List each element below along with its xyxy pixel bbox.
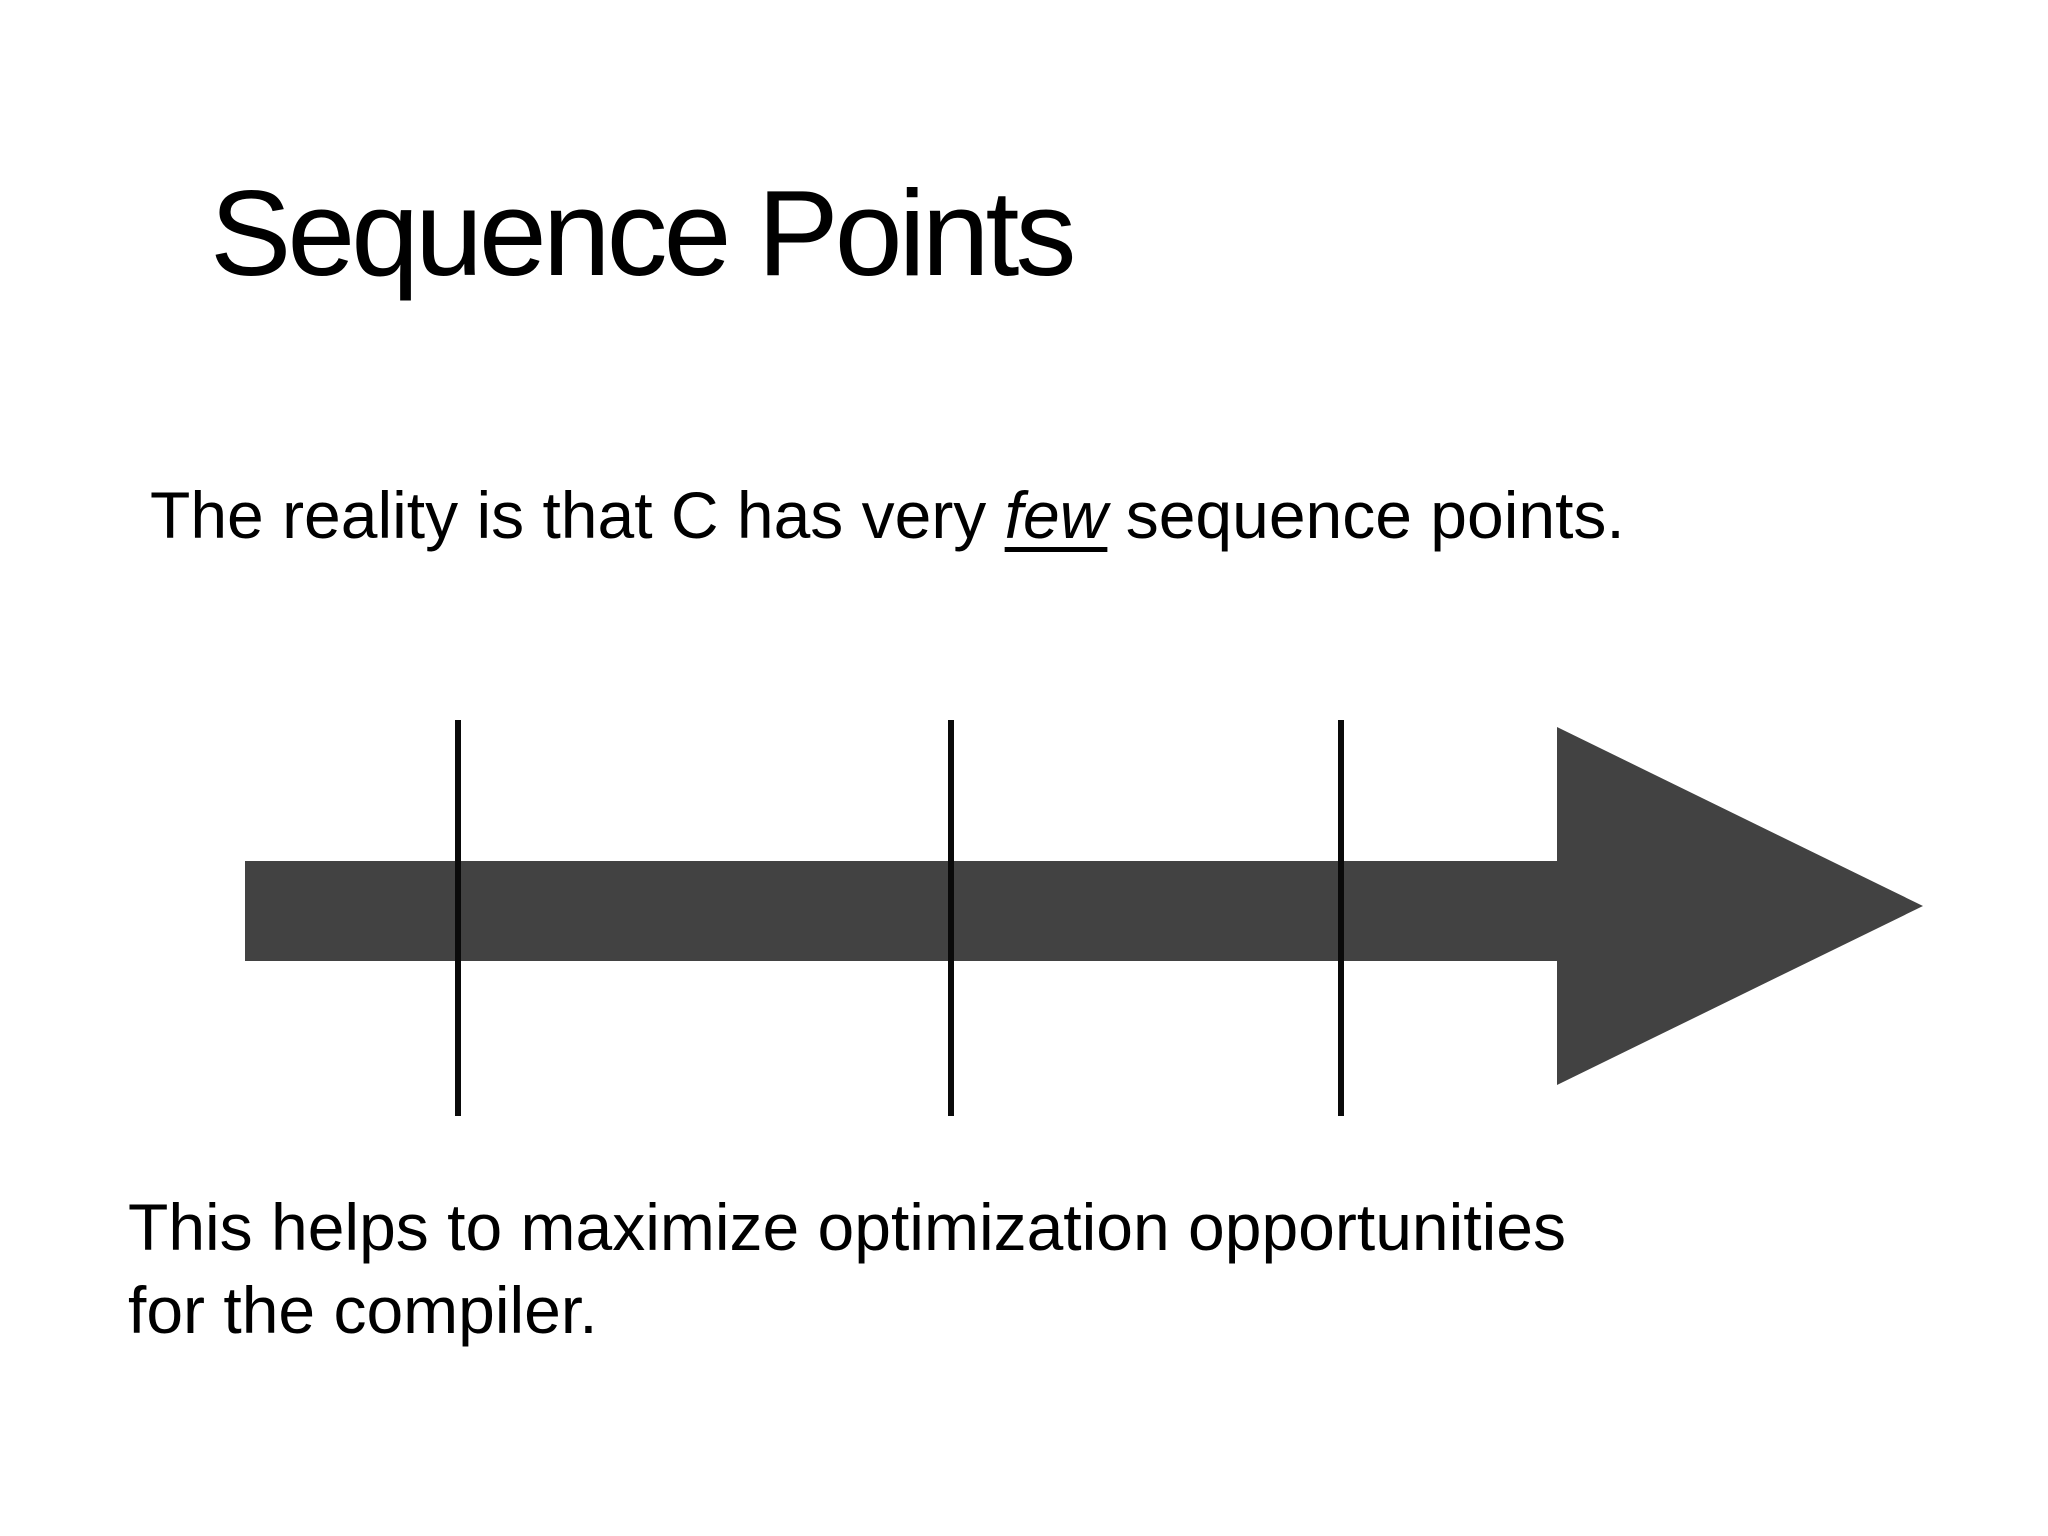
footer-line-2: for the compiler.	[128, 1273, 598, 1347]
sequence-point-tick	[455, 720, 461, 1116]
intro-text: The reality is that C has very few seque…	[150, 482, 1625, 548]
arrow-shaft	[245, 861, 1565, 961]
arrow-head-icon	[1557, 727, 1923, 1085]
intro-text-post: sequence points.	[1107, 478, 1625, 552]
slide-title: Sequence Points	[210, 165, 1076, 301]
sequence-point-tick	[1338, 720, 1344, 1116]
intro-emphasis: few	[1004, 478, 1108, 552]
intro-text-pre: The reality is that C has very	[150, 478, 1005, 552]
sequence-point-tick	[948, 720, 954, 1116]
footer-line-1: This helps to maximize optimization oppo…	[128, 1190, 1566, 1264]
footer-text: This helps to maximize optimization oppo…	[128, 1186, 1566, 1352]
